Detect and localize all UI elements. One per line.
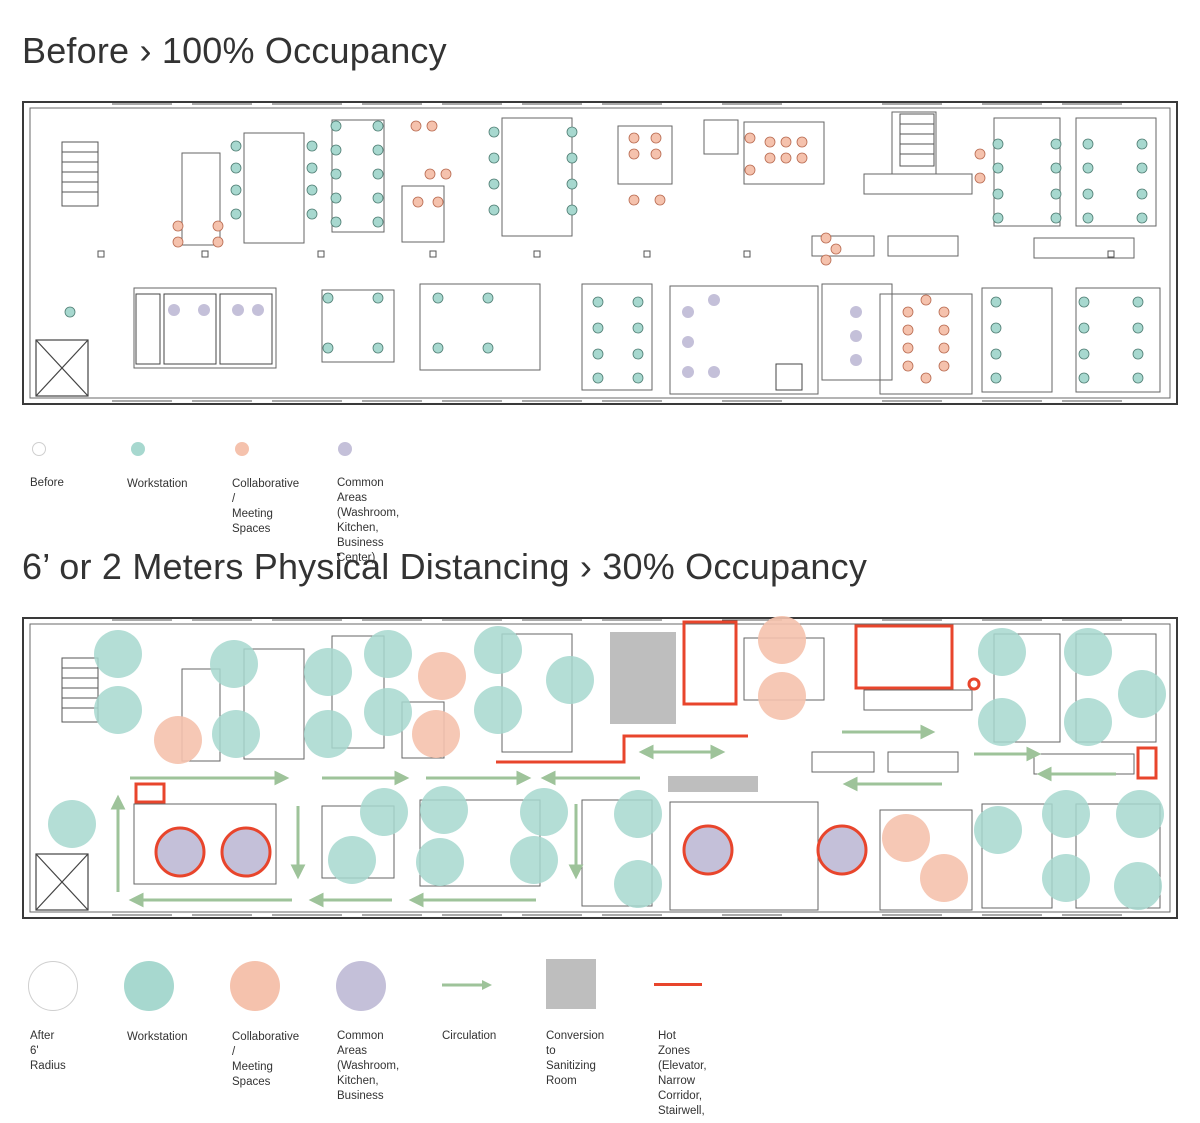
floor-plan-after: [22, 614, 1178, 922]
before-title: Before › 100% Occupancy: [22, 30, 447, 71]
washrooms-before: [135, 293, 803, 391]
elevator-left: [35, 853, 89, 911]
common-areas-swatch: [338, 442, 352, 456]
radius-outline-swatch: [28, 961, 78, 1011]
hot-zone-line-swatch: [654, 983, 702, 986]
desk-blocks-top: [181, 111, 1157, 246]
collab-chairs-before: [172, 120, 986, 384]
elevator-left: [35, 339, 89, 397]
workstation-radii-after: [48, 626, 1166, 910]
stair-left: [61, 141, 99, 207]
legend-label: Common Areas (Washroom, Kitchen, Busines…: [337, 477, 400, 564]
legend-label: Hot Zones (Elevator, Narrow Corridor, St…: [658, 1030, 707, 1117]
sanitizing-counter: [668, 776, 758, 792]
common-areas-swatch: [336, 961, 386, 1011]
sanitizing-room-swatch: [546, 959, 596, 1009]
circulation-arrows-after: [110, 724, 1116, 908]
workstation-swatch: [131, 442, 145, 456]
hot-zones-after: [134, 620, 1158, 804]
common-markers-before: [168, 294, 862, 378]
floor-plan-before: [22, 98, 1178, 408]
stair-right: [899, 113, 935, 167]
outer-wall: [22, 617, 1178, 919]
collaborative-swatch: [230, 961, 280, 1011]
legend-label: Collaborative / Meeting Spaces: [232, 1031, 300, 1088]
legend-label: Before: [30, 477, 64, 489]
collaborative-swatch: [235, 442, 249, 456]
legend-label: After 6' Radius: [30, 1030, 66, 1072]
stair-left: [61, 657, 99, 723]
legend-label: Conversion to Sanitizing Room: [546, 1030, 605, 1087]
workstation-swatch: [124, 961, 174, 1011]
legend-label: Common Areas (Washroom, Kitchen, Busines…: [337, 1030, 400, 1102]
desk-blocks-bottom: [133, 235, 1161, 395]
inner-wall: [29, 107, 1171, 399]
outer-wall: [22, 101, 1178, 405]
common-radii-after: [154, 824, 868, 878]
circulation-arrow-icon: [442, 980, 492, 990]
sanitizing-room: [610, 632, 676, 724]
legend-label: Circulation: [442, 1030, 497, 1042]
workstation-chairs-before: [64, 120, 1148, 384]
floor-plan-before-drawing: [22, 101, 1178, 405]
floor-plan-after-drawing: [22, 616, 1178, 919]
legend-label: Collaborative / Meeting Spaces: [232, 478, 300, 535]
columns: [97, 250, 1115, 258]
inner-wall: [29, 623, 1171, 913]
collab-radii-after: [154, 616, 968, 902]
after-title: 6’ or 2 Meters Physical Distancing › 30%…: [22, 546, 868, 587]
legend-label: Workstation: [127, 1031, 188, 1043]
legend-label: Workstation: [127, 478, 188, 490]
before-circle-swatch: [32, 442, 46, 456]
